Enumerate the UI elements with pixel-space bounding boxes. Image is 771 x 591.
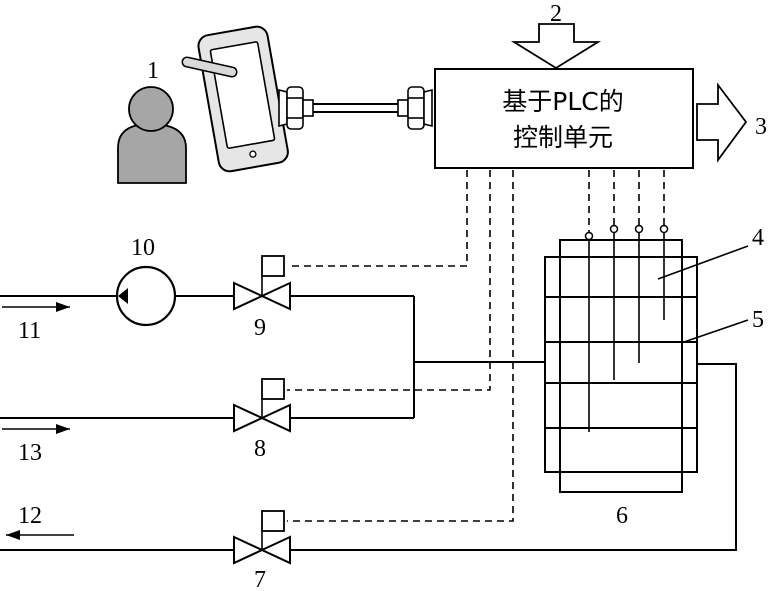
label-9: 9 <box>254 315 266 341</box>
label-13: 13 <box>18 440 42 466</box>
label-5: 5 <box>752 307 764 333</box>
label-10: 10 <box>131 235 155 261</box>
cable-connector-icon <box>278 86 433 130</box>
control-unit-box: 基于PLC的 控制单元 <box>434 68 694 169</box>
coil <box>545 296 697 429</box>
probe-4 <box>584 224 669 432</box>
label-4: 4 <box>752 225 764 251</box>
label-2: 2 <box>550 1 562 27</box>
label-3: 3 <box>755 114 767 140</box>
valve-signal-lines <box>287 170 514 522</box>
label-1: 1 <box>147 58 159 84</box>
control-unit-line2: 控制单元 <box>513 123 613 152</box>
solenoid-valve-7 <box>233 510 291 565</box>
piping <box>0 295 737 551</box>
label-12: 12 <box>18 503 42 529</box>
input-arrow <box>510 23 602 70</box>
person-icon <box>117 86 187 184</box>
flow-arrow-13 <box>2 424 70 434</box>
solenoid-valve-9 <box>233 255 291 311</box>
label-8: 8 <box>254 436 266 462</box>
tablet-icon <box>181 25 289 173</box>
label-11: 11 <box>18 318 41 344</box>
output-arrow <box>696 82 748 163</box>
control-unit-line1: 基于PLC的 <box>502 87 623 116</box>
label-6: 6 <box>616 503 628 529</box>
sensor-signal-lines <box>588 170 665 236</box>
flow-arrow-11 <box>2 302 70 312</box>
flow-arrow-12 <box>6 530 74 540</box>
solenoid-valve-8 <box>233 378 291 433</box>
tank <box>544 239 698 493</box>
pump-icon <box>115 265 177 327</box>
label-7: 7 <box>254 567 266 591</box>
